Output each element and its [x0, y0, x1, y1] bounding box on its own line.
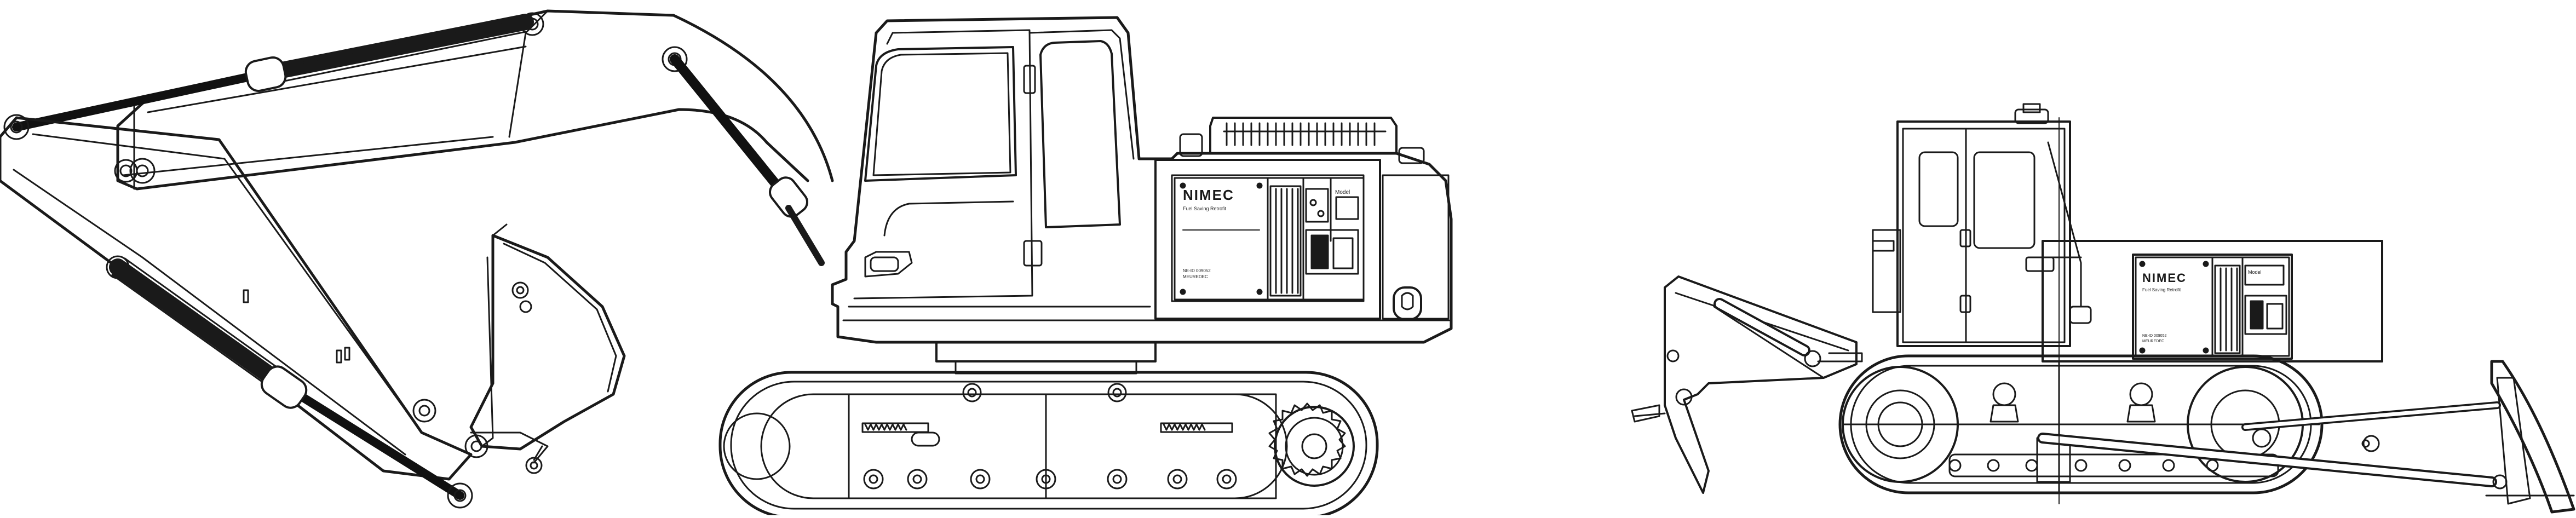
dozer-blade-arm	[2037, 401, 2501, 487]
excavator-body	[831, 16, 1453, 344]
excavator-plate-line2: MEUREDEC	[1183, 274, 1208, 279]
dozer-plate-line1: NE-ID 009052	[2142, 334, 2166, 338]
dozer-side-label: Model	[2248, 269, 2262, 275]
excavator: NIMEC Fuel Saving Retrofit Model NE-ID 0…	[0, 9, 1453, 518]
excavator-bucket-cylinder	[109, 257, 473, 509]
excavator-arm	[0, 116, 473, 481]
excavator-sub-line: Fuel Saving Retrofit	[1183, 206, 1227, 211]
excavator-retrofit-panel	[1174, 177, 1365, 301]
dozer-track	[1817, 352, 2324, 494]
excavator-logo-text: NIMEC	[1183, 187, 1234, 203]
dozer-sub-line: Fuel Saving Retrofit	[2142, 287, 2181, 292]
dozer-ripper	[1631, 275, 1858, 494]
excavator-side-label: Model	[1335, 189, 1350, 195]
excavator-bucket	[464, 223, 626, 474]
bulldozer: NIMEC Fuel Saving Retrofit Model NE-ID 0…	[1631, 103, 2575, 514]
excavator-boom	[114, 9, 834, 191]
dozer-cab	[1896, 103, 2082, 347]
excavator-boom-cylinder	[670, 54, 825, 266]
excavator-arm-cylinder	[3, 14, 534, 140]
excavator-track	[718, 341, 1379, 518]
dozer-logo-text: NIMEC	[2142, 271, 2187, 285]
dozer-plate-line2: MEUREDEC	[2142, 339, 2164, 343]
dozer-blade	[2485, 360, 2575, 514]
excavator-plate-line1: NE-ID 009052	[1183, 268, 1211, 273]
